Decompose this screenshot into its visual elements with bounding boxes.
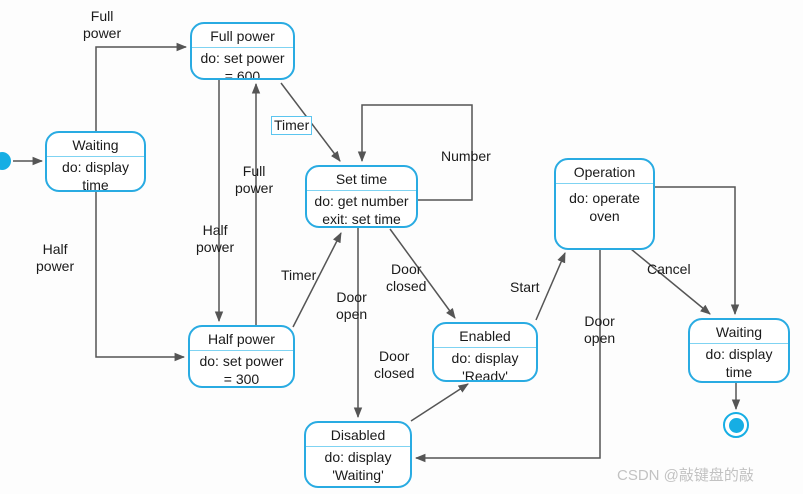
state-operation[interactable]: Operation do: operate oven	[554, 158, 655, 250]
state-operation-body: do: operate oven	[556, 184, 653, 248]
state-operation-title: Operation	[556, 160, 653, 185]
state-waiting-right-body-line-1: do: display	[705, 346, 773, 363]
state-waiting-right[interactable]: Waiting do: display time	[688, 318, 790, 383]
edge-label-half-power-mid: Half power	[196, 222, 234, 256]
edge-label-door-closed-top-line-1: Door	[391, 261, 422, 277]
edge-label-cancel-line-1: Cancel	[647, 261, 691, 277]
state-waiting-left-body-line-2: time	[82, 177, 109, 192]
edge-label-full-power-mid: Full power	[235, 163, 273, 197]
edge-label-half-power-mid-line-1: Half	[202, 222, 228, 238]
edge-label-door-open-mid-line-1: Door	[336, 289, 367, 305]
state-waiting-left-body-line-1: do: display	[62, 159, 129, 176]
state-full-power-title: Full power	[192, 24, 293, 49]
edge-half-power-to-set-time	[292, 232, 342, 328]
edge-label-half-power-left-line-2: power	[36, 258, 75, 275]
state-operation-body-line-1: do: operate	[569, 190, 640, 207]
edge-label-cancel: Cancel	[647, 261, 691, 278]
state-set-time-body: do: get number exit: set time	[307, 191, 416, 228]
state-waiting-right-body-line-2: time	[725, 364, 753, 381]
state-waiting-left[interactable]: Waiting do: display time	[45, 131, 146, 192]
csdn-watermark: CSDN @敲键盘的敲	[617, 467, 754, 484]
state-half-power-body-line-1: do: set power	[199, 353, 284, 370]
edge-disabled-to-enabled	[410, 383, 469, 422]
edge-label-timer-top-line-1: Timer	[274, 117, 310, 133]
edge-label-door-open-right-line-2: open	[584, 330, 616, 347]
state-waiting-left-title: Waiting	[47, 133, 144, 158]
edge-label-full-power-mid-line-2: power	[235, 180, 274, 197]
edge-label-door-open-right: Door open	[584, 313, 615, 347]
edge-label-full-power-top-line-1: Full	[90, 8, 114, 24]
edge-label-start: Start	[510, 279, 540, 296]
state-disabled-body-line-2: 'Waiting'	[332, 467, 384, 484]
state-enabled[interactable]: Enabled do: display 'Ready'	[432, 322, 538, 382]
state-enabled-title: Enabled	[434, 324, 536, 349]
edge-label-door-open-right-line-1: Door	[584, 313, 615, 329]
edge-label-half-power-left-line-1: Half	[42, 241, 68, 257]
edge-label-number: Number	[441, 148, 491, 165]
edge-label-door-open-mid-line-2: open	[336, 306, 368, 323]
edge-label-door-closed-bottom: Door closed	[374, 348, 414, 382]
edge-enabled-to-operation	[535, 252, 566, 321]
edge-operation-to-waiting	[630, 248, 711, 315]
edge-label-door-closed-top-line-2: closed	[386, 278, 427, 295]
edge-label-door-closed-top: Door closed	[386, 261, 426, 295]
state-full-power[interactable]: Full power do: set power = 600	[190, 22, 295, 80]
edge-set-time-to-enabled	[389, 228, 456, 319]
state-half-power[interactable]: Half power do: set power = 300	[188, 325, 295, 388]
edge-label-start-line-1: Start	[510, 279, 540, 295]
state-enabled-body-line-2: 'Ready'	[462, 368, 508, 382]
edge-label-door-closed-bottom-line-2: closed	[374, 365, 415, 382]
edge-label-timer-bottom-line-1: Timer	[281, 267, 317, 283]
state-set-time-title: Set time	[307, 167, 416, 192]
state-enabled-body-line-1: do: display	[451, 350, 519, 367]
state-set-time-body-line-1: do: get number	[314, 193, 409, 210]
state-operation-body-line-2: oven	[589, 208, 620, 225]
edge-label-timer-top[interactable]: Timer	[271, 116, 313, 136]
state-enabled-body: do: display 'Ready'	[434, 348, 536, 382]
edge-label-half-power-left: Half power	[36, 241, 74, 275]
edge-label-full-power-mid-line-1: Full	[242, 163, 266, 179]
state-half-power-body: do: set power = 300	[190, 351, 293, 388]
edge-label-number-line-1: Number	[441, 148, 491, 164]
state-set-time-body-line-2: exit: set time	[322, 211, 401, 228]
state-half-power-title: Half power	[190, 327, 293, 352]
state-full-power-body-line-1: do: set power	[200, 50, 285, 67]
edge-set-time-self-number	[357, 104, 473, 201]
final-state-node[interactable]	[723, 412, 749, 438]
edge-waiting-to-full-power	[95, 42, 188, 131]
state-set-time[interactable]: Set time do: get number exit: set time	[305, 165, 418, 228]
edge-waiting-to-half-power	[95, 192, 186, 362]
state-waiting-right-body: do: display time	[690, 344, 788, 381]
state-disabled-body-line-1: do: display	[324, 449, 392, 466]
edge-label-full-power-top: Full power	[83, 8, 121, 42]
state-waiting-left-body: do: display time	[47, 157, 144, 192]
state-half-power-body-line-2: = 300	[223, 371, 260, 388]
state-waiting-right-title: Waiting	[690, 320, 788, 345]
edge-label-half-power-mid-line-2: power	[196, 239, 235, 256]
edge-label-door-closed-bottom-line-1: Door	[379, 348, 410, 364]
edge-operation-to-disabled	[414, 250, 601, 463]
edge-label-door-open-mid: Door open	[336, 289, 367, 323]
edge-label-timer-bottom: Timer	[281, 267, 316, 284]
state-full-power-body: do: set power = 600	[192, 48, 293, 80]
state-disabled[interactable]: Disabled do: display 'Waiting'	[304, 421, 412, 488]
initial-state-node[interactable]	[0, 152, 11, 170]
state-disabled-body: do: display 'Waiting'	[306, 447, 410, 486]
state-full-power-body-line-2: = 600	[224, 68, 261, 80]
state-disabled-title: Disabled	[306, 423, 410, 448]
edge-label-full-power-top-line-2: power	[83, 25, 122, 42]
edge-operation-right-to-waiting	[655, 186, 740, 316]
